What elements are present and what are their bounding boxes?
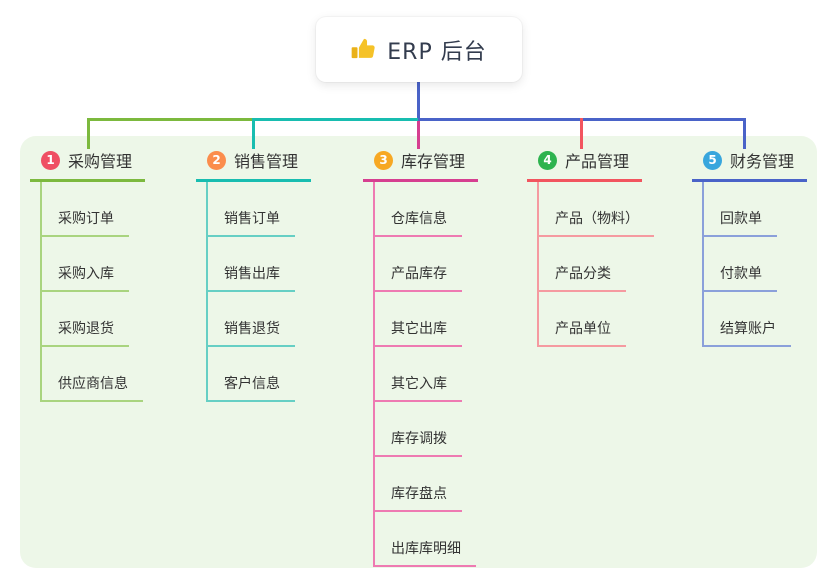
child-node-purchase-1: 采购入库: [42, 237, 143, 292]
child-node-label-inventory-3[interactable]: 其它入库: [375, 373, 462, 402]
child-node-label-inventory-5[interactable]: 库存盘点: [375, 483, 462, 512]
branch-title-finance: 财务管理: [730, 152, 795, 171]
connector-trunk-left: [87, 118, 254, 121]
child-node-sales-1: 销售出库: [208, 237, 295, 292]
connector-root-stem: [417, 82, 420, 119]
branch-product: 4 产品管理产品（物料） 产品分类产品单位: [527, 148, 654, 347]
child-node-finance-2: 结算账户: [704, 292, 791, 347]
branch-purchase: 1 采购管理采购订单采购入库采购退货供应商信息: [30, 148, 145, 402]
branch-children-sales: 销售订单销售出库销售退货客户信息: [206, 182, 295, 402]
root-node[interactable]: ERP 后台: [316, 17, 522, 82]
thumbs-up-icon: [351, 37, 377, 63]
child-node-inventory-3: 其它入库: [375, 347, 476, 402]
child-node-label-purchase-2[interactable]: 采购退货: [42, 318, 129, 347]
child-node-label-product-2[interactable]: 产品单位: [539, 318, 626, 347]
branch-title-purchase: 采购管理: [68, 152, 133, 171]
child-node-label-sales-2[interactable]: 销售退货: [208, 318, 295, 347]
child-node-sales-0: 销售订单: [208, 182, 295, 237]
child-node-label-finance-2[interactable]: 结算账户: [704, 318, 791, 347]
branch-header-product[interactable]: 4 产品管理: [527, 148, 642, 182]
child-node-label-product-1[interactable]: 产品分类: [539, 263, 626, 292]
child-node-product-2: 产品单位: [539, 292, 654, 347]
branch-number-badge-product: 4: [538, 150, 557, 170]
branch-title-product: 产品管理: [565, 152, 630, 171]
child-node-label-sales-1[interactable]: 销售出库: [208, 263, 295, 292]
connector-drop-product: [580, 118, 583, 149]
child-node-purchase-3: 供应商信息: [42, 347, 143, 402]
branch-header-purchase[interactable]: 1 采购管理: [30, 148, 145, 182]
child-node-sales-3: 客户信息: [208, 347, 295, 402]
connector-trunk-middle: [253, 118, 419, 121]
child-node-inventory-5: 库存盘点: [375, 457, 476, 512]
child-node-label-inventory-0[interactable]: 仓库信息: [375, 208, 462, 237]
connector-drop-inventory: [417, 121, 420, 149]
branch-children-inventory: 仓库信息产品库存其它出库其它入库库存调拨库存盘点出库库明细: [373, 182, 476, 567]
child-node-label-sales-0[interactable]: 销售订单: [208, 208, 295, 237]
child-node-label-product-0[interactable]: 产品（物料）: [539, 208, 654, 237]
branch-number-badge-purchase: 1: [41, 150, 60, 170]
branch-title-sales: 销售管理: [234, 152, 299, 171]
branch-header-inventory[interactable]: 3 库存管理: [363, 148, 478, 182]
child-node-product-1: 产品分类: [539, 237, 654, 292]
branch-number-badge-inventory: 3: [374, 150, 393, 170]
child-node-label-sales-3[interactable]: 客户信息: [208, 373, 295, 402]
child-node-product-0: 产品（物料）: [539, 182, 654, 237]
connector-drop-sales: [252, 118, 255, 149]
branch-children-finance: 回款单付款单结算账户: [702, 182, 791, 347]
branch-finance: 5 财务管理回款单付款单结算账户: [692, 148, 807, 347]
child-node-inventory-0: 仓库信息: [375, 182, 476, 237]
branch-number-badge-sales: 2: [207, 150, 226, 170]
child-node-inventory-2: 其它出库: [375, 292, 476, 347]
child-node-purchase-2: 采购退货: [42, 292, 143, 347]
branch-number-badge-finance: 5: [703, 150, 722, 170]
child-node-label-inventory-1[interactable]: 产品库存: [375, 263, 462, 292]
child-node-sales-2: 销售退货: [208, 292, 295, 347]
child-node-inventory-1: 产品库存: [375, 237, 476, 292]
child-node-label-purchase-3[interactable]: 供应商信息: [42, 373, 143, 402]
child-node-label-inventory-6[interactable]: 出库库明细: [375, 538, 476, 567]
child-node-label-purchase-0[interactable]: 采购订单: [42, 208, 129, 237]
branch-children-purchase: 采购订单采购入库采购退货供应商信息: [40, 182, 143, 402]
connector-drop-purchase: [87, 118, 90, 149]
child-node-label-inventory-4[interactable]: 库存调拨: [375, 428, 462, 457]
child-node-finance-1: 付款单: [704, 237, 791, 292]
connector-drop-finance: [743, 118, 746, 149]
child-node-label-finance-1[interactable]: 付款单: [704, 263, 777, 292]
root-node-label: ERP 后台: [387, 39, 487, 65]
child-node-finance-0: 回款单: [704, 182, 791, 237]
branch-children-product: 产品（物料） 产品分类产品单位: [537, 182, 654, 347]
child-node-inventory-4: 库存调拨: [375, 402, 476, 457]
mindmap-background-panel: [20, 136, 817, 568]
branch-sales: 2 销售管理销售订单销售出库销售退货客户信息: [196, 148, 311, 402]
branch-title-inventory: 库存管理: [401, 152, 466, 171]
child-node-purchase-0: 采购订单: [42, 182, 143, 237]
child-node-inventory-6: 出库库明细: [375, 512, 476, 567]
branch-inventory: 3 库存管理仓库信息产品库存其它出库其它入库库存调拨库存盘点出库库明细: [363, 148, 478, 567]
child-node-label-inventory-2[interactable]: 其它出库: [375, 318, 462, 347]
child-node-label-purchase-1[interactable]: 采购入库: [42, 263, 129, 292]
branch-header-sales[interactable]: 2 销售管理: [196, 148, 311, 182]
branch-header-finance[interactable]: 5 财务管理: [692, 148, 807, 182]
child-node-label-finance-0[interactable]: 回款单: [704, 208, 777, 237]
